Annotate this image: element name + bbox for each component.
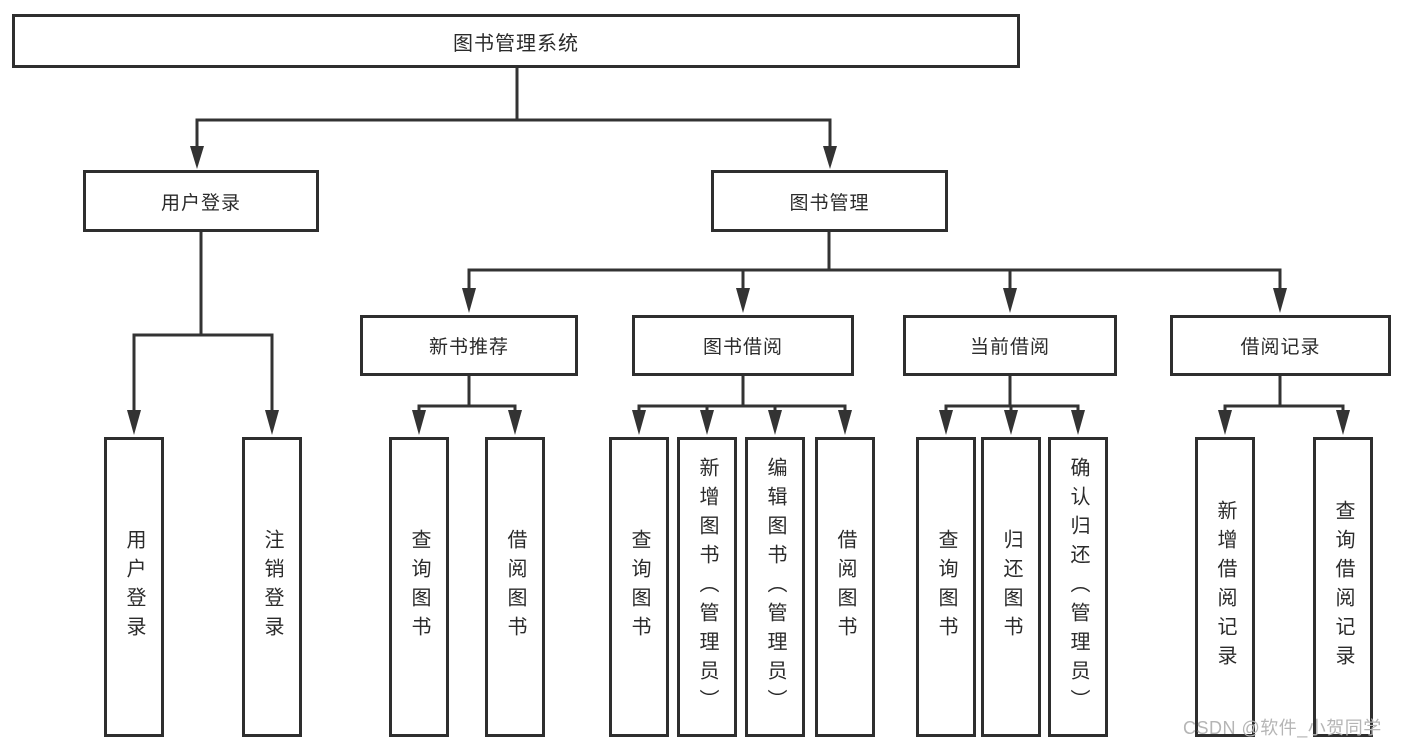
node-book-borrow-label: 图书借阅 [702, 337, 783, 358]
node-root: 图书管理系统 [12, 14, 1020, 68]
connector-book-mgmt-to-level3 [462, 232, 1287, 313]
connector-new-book-children [412, 376, 522, 435]
leaf-borrow-query-label: 查询图书 [628, 529, 650, 645]
leaf-newbook-borrow-label: 借阅图书 [504, 529, 526, 645]
leaf-current-confirm: 确认归还（管理员） [1048, 437, 1108, 737]
leaf-records-add: 新增借阅记录 [1195, 437, 1255, 737]
leaf-records-query: 查询借阅记录 [1313, 437, 1373, 737]
leaf-borrow-query: 查询图书 [609, 437, 669, 737]
node-book-borrow: 图书借阅 [632, 315, 854, 376]
node-borrow-records-label: 借阅记录 [1240, 337, 1321, 358]
node-current-borrow-label: 当前借阅 [969, 337, 1050, 358]
leaf-borrow-edit: 编辑图书（管理员） [745, 437, 805, 737]
connector-borrow-records-children [1218, 376, 1350, 435]
leaf-borrow-borrow: 借阅图书 [815, 437, 875, 737]
leaf-borrow-borrow-label: 借阅图书 [834, 529, 856, 645]
node-borrow-records: 借阅记录 [1170, 315, 1391, 376]
node-new-book-rec-label: 新书推荐 [428, 337, 509, 358]
node-root-label: 图书管理系统 [453, 32, 579, 55]
node-current-borrow: 当前借阅 [903, 315, 1117, 376]
leaf-user-login: 用户登录 [104, 437, 164, 737]
leaf-current-return: 归还图书 [981, 437, 1041, 737]
leaf-borrow-add-label: 新增图书（管理员） [696, 456, 718, 718]
leaf-borrow-edit-label: 编辑图书（管理员） [764, 456, 786, 718]
node-user-login-label: 用户登录 [160, 192, 241, 214]
csdn-watermark: CSDN @软件_小贺同学 [1183, 718, 1382, 738]
leaf-records-query-label: 查询借阅记录 [1332, 500, 1354, 674]
node-new-book-rec: 新书推荐 [360, 315, 578, 376]
leaf-current-return-label: 归还图书 [1000, 529, 1022, 645]
connector-user-login-children [127, 232, 279, 435]
node-user-login: 用户登录 [83, 170, 319, 232]
node-book-mgmt: 图书管理 [711, 170, 948, 232]
leaf-logout: 注销登录 [242, 437, 302, 737]
leaf-newbook-query-label: 查询图书 [408, 529, 430, 645]
leaf-newbook-borrow: 借阅图书 [485, 437, 545, 737]
node-book-mgmt-label: 图书管理 [789, 192, 870, 214]
connector-root-to-level2 [190, 68, 837, 169]
leaf-records-add-label: 新增借阅记录 [1214, 500, 1236, 674]
connector-current-borrow-children [939, 376, 1085, 435]
leaf-user-login-label: 用户登录 [123, 529, 145, 645]
leaf-current-query: 查询图书 [916, 437, 976, 737]
leaf-newbook-query: 查询图书 [389, 437, 449, 737]
leaf-current-query-label: 查询图书 [935, 529, 957, 645]
leaf-logout-label: 注销登录 [261, 529, 283, 645]
leaf-borrow-add: 新增图书（管理员） [677, 437, 737, 737]
connector-book-borrow-children [632, 376, 852, 435]
leaf-current-confirm-label: 确认归还（管理员） [1067, 456, 1089, 718]
